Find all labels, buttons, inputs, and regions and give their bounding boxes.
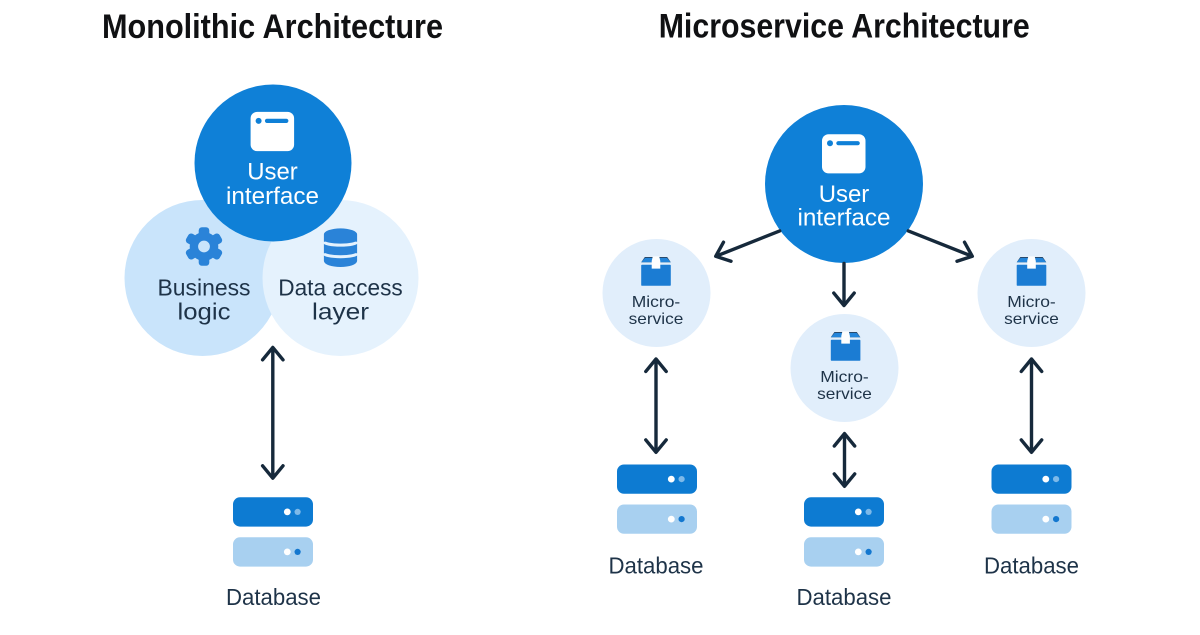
svg-text:Micro-: Micro- [632,294,681,311]
svg-text:Micro-: Micro- [820,369,869,386]
svg-text:Data access: Data access [278,275,403,301]
svg-text:layer: layer [312,299,369,325]
svg-text:interface: interface [798,205,891,232]
svg-text:Database: Database [984,552,1079,578]
svg-text:Micro-: Micro- [1007,294,1056,311]
svg-text:interface: interface [226,183,319,210]
svg-text:Database: Database [797,584,892,610]
svg-text:User: User [819,181,870,208]
svg-text:service: service [629,311,684,328]
svg-text:logic: logic [178,299,231,325]
svg-text:Database: Database [226,584,321,610]
svg-text:Microservice Architecture: Microservice Architecture [659,8,1030,46]
svg-text:User: User [247,158,298,185]
svg-text:Business: Business [158,275,251,301]
svg-text:Database: Database [609,552,704,578]
svg-text:service: service [1004,311,1059,328]
svg-text:service: service [817,386,872,403]
svg-text:Monolithic Architecture: Monolithic Architecture [102,8,443,46]
